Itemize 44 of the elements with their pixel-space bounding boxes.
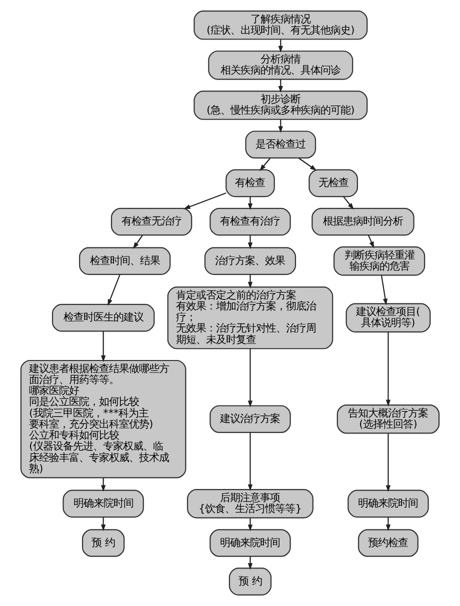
arrow (368, 235, 374, 248)
arrow (248, 196, 253, 210)
node-box: 无检查 (308, 169, 358, 198)
node-box: 建议患者根据检查结果做哪些方面治疗、用药等等。 哪家医院好 同是公立医院，如何比较 (我院三甲医院，***科为主要科室，充分突出科室优势) 公立和专科如何比较 (仪器设备先进、专家权威、临床经验丰富、专家权威、技术成熟) (20, 360, 186, 478)
node-box: 后期注意事项 {饮食、生活习惯等等} (186, 489, 314, 518)
arrow (380, 275, 388, 306)
arrow (248, 518, 253, 532)
node-box: 明确来院时间 (348, 490, 429, 518)
node-box: 检查时医生的建议 (52, 304, 155, 332)
node-box: 治疗方案、效果 (204, 247, 296, 275)
node-box: 有检查有治疗 (210, 208, 291, 236)
node-box: 明确来院时间 (62, 490, 144, 518)
node-box: 建议检查项目(具体说明等) (346, 303, 431, 332)
node-box: 预 约 (228, 568, 272, 596)
node-box: 预约检查 (358, 529, 418, 557)
node-box: 分析病情 相关疾病的情况、具体问诊 (208, 50, 354, 80)
arrow (108, 274, 120, 306)
node-box: 了解疾病情况 (症状、出现时间、有无其他病史) (194, 10, 368, 40)
node-box: 肯定或否定之前的治疗方案 有效果：增加治疗方案，彻底治疗； 无效果：治疗无针对性、治疗周期短、未及时复查 (167, 286, 334, 350)
arrow (184, 192, 226, 209)
arrow (248, 432, 253, 492)
node-box: 预 约 (82, 529, 125, 557)
arrow (298, 158, 317, 171)
node-box: 有检查 (226, 169, 275, 198)
arrow (260, 158, 271, 172)
arrow (386, 332, 391, 406)
arrow (132, 235, 143, 249)
node-box: 判断疾病轻重灌输疾病的危害 (334, 246, 426, 276)
node-box: 明确来院时间 (210, 529, 291, 557)
node-box: 根据患病时间分析 (312, 208, 414, 236)
node-box: 是否检查过 (245, 130, 316, 159)
arrow (248, 235, 253, 250)
node-box: 告知大概治疗方案(选择性回答) (336, 404, 440, 434)
arrow (343, 196, 354, 210)
node-box: 检查时间、结果 (79, 247, 171, 275)
arrow (100, 331, 106, 362)
arrow (248, 556, 253, 570)
node-box: 建议治疗方案 (210, 405, 291, 434)
node-box: 初步诊断 (急、慢性疾病或多种疾病的可能) (194, 90, 368, 120)
node-box: 有检查无治疗 (110, 208, 192, 236)
arrow (386, 434, 391, 492)
arrow (386, 517, 391, 532)
arrow (248, 274, 253, 289)
arrow (248, 348, 253, 408)
